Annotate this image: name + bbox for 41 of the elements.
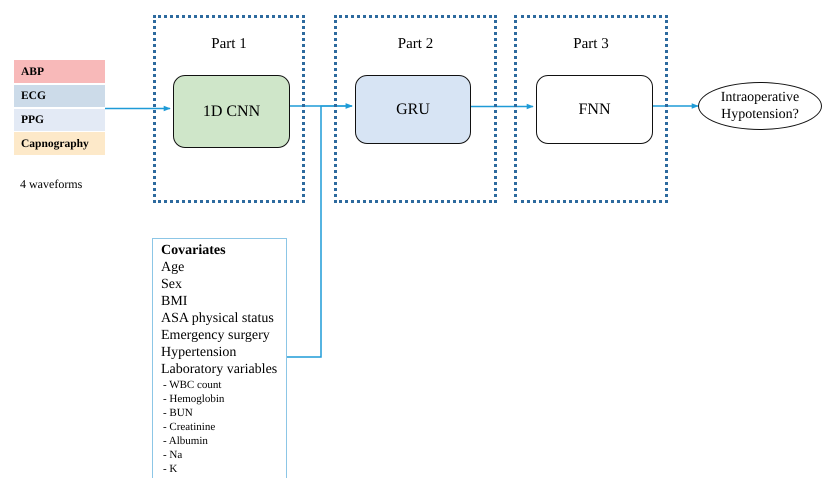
dotted-group-box xyxy=(153,15,305,203)
covariate-item: Hypertension xyxy=(161,344,238,361)
lab-variable-item: - Albumin xyxy=(162,434,209,448)
output-label: Intraoperative Hypotension? xyxy=(720,89,800,123)
panel-heading: Covariates xyxy=(161,242,227,259)
process-box xyxy=(173,75,290,148)
waveform-bar xyxy=(14,109,105,131)
output-ellipse xyxy=(698,82,822,130)
caption-text: 4 waveforms xyxy=(20,177,82,192)
covariates-panel xyxy=(152,238,287,478)
group-title: Part 2 xyxy=(396,36,434,53)
process-label: FNN xyxy=(578,100,610,118)
waveform-label: Capnography xyxy=(21,138,89,150)
covariate-item: Sex xyxy=(161,276,183,293)
lab-variable-item: - Na xyxy=(162,448,184,462)
waveform-label: PPG xyxy=(21,114,44,126)
process-label: 1D CNN xyxy=(202,102,260,120)
waveform-label: ECG xyxy=(21,90,46,102)
covariate-item: BMI xyxy=(161,293,188,310)
waveform-label: ABP xyxy=(21,66,44,78)
covariate-item: ASA physical status xyxy=(161,310,275,327)
arrow xyxy=(105,106,171,112)
covariate-item: Laboratory variables xyxy=(161,361,278,378)
lab-variable-item: - K xyxy=(162,462,178,476)
lab-variable-item: - WBC count xyxy=(162,378,222,392)
process-box xyxy=(536,75,653,144)
dotted-group-box xyxy=(334,15,497,203)
arrow xyxy=(287,103,353,358)
process-label: GRU xyxy=(396,100,430,118)
covariate-item: Emergency surgery xyxy=(161,327,271,344)
lab-variable-item: - BUN xyxy=(162,406,194,420)
lab-variable-item: - Creatinine xyxy=(162,420,216,434)
group-title: Part 1 xyxy=(210,36,248,53)
group-title: Part 3 xyxy=(572,36,610,53)
waveform-bar xyxy=(14,132,105,155)
covariate-item: Age xyxy=(161,259,186,276)
waveform-bar xyxy=(14,60,105,83)
waveform-bar xyxy=(14,85,105,107)
process-box xyxy=(355,75,471,144)
dotted-group-box xyxy=(514,15,668,203)
lab-variable-item: - Hemoglobin xyxy=(162,392,226,406)
